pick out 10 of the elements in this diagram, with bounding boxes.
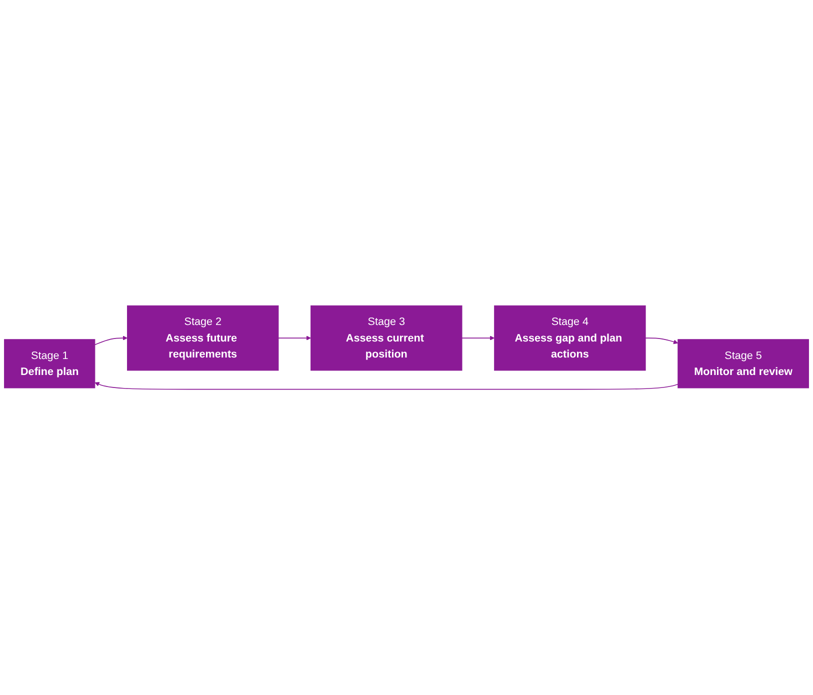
arrow xyxy=(94,382,678,390)
arrow xyxy=(645,338,678,344)
node-box: Stage 3 Assess current position xyxy=(310,305,462,371)
arrow xyxy=(462,336,495,340)
node-box: Stage 4 Assess gap and plan actions xyxy=(494,305,646,371)
arrow xyxy=(278,336,312,340)
node-box: Stage 5 Monitor and review xyxy=(678,339,809,388)
node-box: Stage 1 Define plan xyxy=(4,339,96,388)
arrow xyxy=(94,336,128,346)
node-box: Stage 2 Assess future requirements xyxy=(127,305,279,371)
